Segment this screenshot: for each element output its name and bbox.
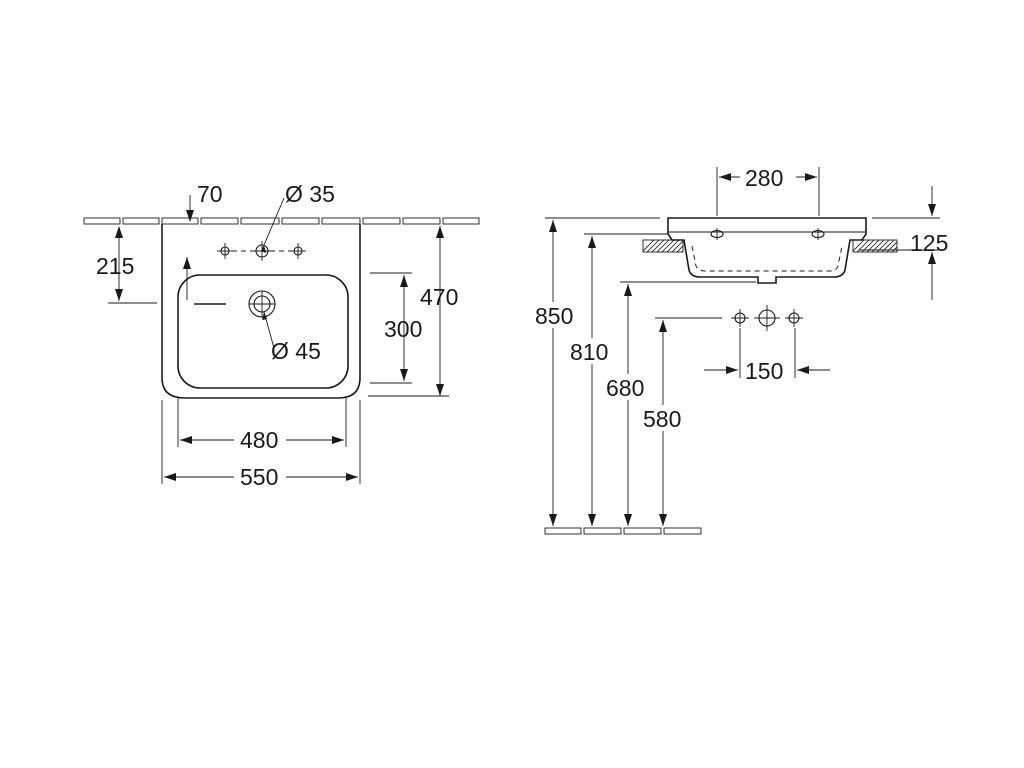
counter-hatch-right <box>853 240 897 252</box>
tap-hole-left <box>217 243 233 259</box>
dim-150-label: 150 <box>745 358 783 384</box>
drain-front <box>194 290 276 318</box>
side-view: 280 125 850 810 680 580 150 <box>534 165 948 535</box>
dim-470-label: 470 <box>420 284 458 310</box>
side-tap-hole-right <box>811 228 825 240</box>
dim-680-label: 680 <box>606 375 644 401</box>
dim-580-label: 580 <box>643 406 681 432</box>
dim-45-label: Ø 45 <box>271 338 321 364</box>
dim-280-label: 280 <box>745 165 783 191</box>
waste-point <box>754 305 780 331</box>
floor-line <box>544 527 702 535</box>
supply-point-left <box>731 309 749 327</box>
dim-215-label: 215 <box>96 253 134 279</box>
basin-bowl-front <box>177 274 349 389</box>
dim-480-label: 480 <box>240 427 278 453</box>
front-view: 70 Ø 35 215 470 300 Ø 45 480 550 <box>83 181 480 490</box>
dim-35-label: Ø 35 <box>285 181 335 207</box>
dim-810-label: 810 <box>570 339 608 365</box>
dim-125-label: 125 <box>910 230 948 256</box>
dim-300-label: 300 <box>384 316 422 342</box>
dim-550-label: 550 <box>240 464 278 490</box>
tap-hole-right <box>290 243 306 259</box>
basin-outline-side <box>667 217 867 284</box>
basin-outline-front <box>161 224 361 399</box>
dim-70-label: 70 <box>197 181 223 207</box>
counter-hatch-left <box>643 240 683 252</box>
front-wall-line <box>83 217 480 225</box>
side-tap-hole-left <box>710 228 724 240</box>
supply-point-right <box>785 309 803 327</box>
dim-850-label: 850 <box>535 303 573 329</box>
